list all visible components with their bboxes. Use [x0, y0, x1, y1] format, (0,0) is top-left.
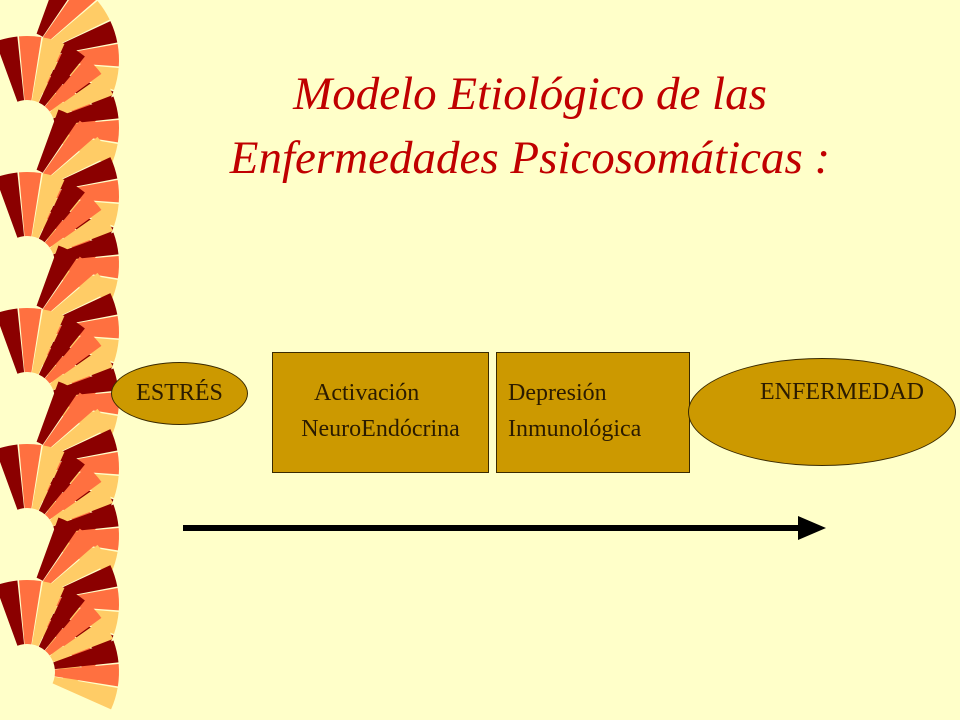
- ribbon-segment: [18, 580, 42, 645]
- ribbon-segment: [49, 483, 113, 526]
- ribbon-segment: [31, 309, 65, 375]
- node-activacion-neuroendocrina: Activación NeuroEndócrina: [272, 352, 489, 473]
- ribbon-segment: [48, 0, 110, 48]
- ribbon-segment: [0, 444, 25, 510]
- ribbon-segment: [36, 0, 68, 37]
- ribbon-segment: [43, 256, 97, 314]
- ribbon-segment: [36, 517, 79, 581]
- ribbon-segment: [36, 381, 79, 445]
- ribbon-segment: [43, 392, 97, 450]
- node-enfermedad-label: ENFERMEDAD: [759, 379, 924, 405]
- ribbon-segment: [48, 272, 110, 320]
- ribbon-segment: [44, 57, 102, 112]
- node-enfermedad: ENFERMEDAD: [688, 358, 956, 466]
- ribbon-segment: [38, 588, 85, 651]
- ribbon-segment: [48, 408, 110, 456]
- node-activacion-line2: NeuroEndócrina: [301, 416, 460, 442]
- ribbon-segment: [0, 580, 25, 646]
- ribbon-segment: [31, 581, 65, 647]
- node-depresion-line2: Inmunológica: [508, 416, 642, 442]
- ribbon-segment: [49, 75, 113, 118]
- title-line-2: Enfermedades Psicosomáticas :: [229, 132, 831, 184]
- ribbon-segment: [0, 308, 25, 374]
- ribbon-segment: [49, 211, 113, 254]
- title-line-1: Modelo Etiológico de las: [293, 68, 767, 120]
- ribbon-segment: [49, 619, 113, 662]
- ribbon-segment: [18, 444, 42, 509]
- ribbon-segment: [38, 44, 85, 107]
- slide-title: Modelo Etiológico de las Enfermedades Ps…: [120, 62, 940, 190]
- ribbon-segment: [0, 36, 25, 102]
- ribbon-segment: [52, 676, 118, 710]
- node-depresion-inmunologica: Depresión Inmunológica: [496, 352, 690, 473]
- ribbon-segment: [18, 35, 42, 101]
- ribbon-segment: [44, 601, 102, 656]
- ribbon-segment: [44, 329, 102, 384]
- ribbon-segment: [44, 465, 102, 520]
- ribbon-segment: [43, 0, 97, 42]
- ribbon-segment: [38, 452, 85, 515]
- ribbon-segment: [36, 245, 79, 309]
- ribbon-segment: [18, 308, 42, 373]
- ribbon-segment: [54, 663, 119, 687]
- ribbon-segment: [49, 347, 113, 390]
- ribbon-segment: [18, 172, 42, 237]
- node-activacion-line1: Activación: [314, 380, 420, 406]
- ribbon-segment: [0, 172, 25, 238]
- ribbon-segment: [53, 640, 119, 670]
- node-estres-label: ESTRÉS: [136, 380, 223, 406]
- ribbon-segment: [31, 37, 65, 103]
- ribbon-segment: [48, 136, 110, 184]
- ribbon-segment: [43, 120, 97, 178]
- ribbon-segment: [48, 544, 110, 592]
- ribbon-segment: [43, 528, 97, 586]
- ribbon-segment: [31, 173, 65, 239]
- ribbon-segment: [31, 445, 65, 511]
- spiral-ribbon-border-icon: [0, 0, 119, 710]
- ribbon-segment: [38, 316, 85, 379]
- ribbon-segment: [44, 193, 102, 248]
- node-estres: ESTRÉS: [111, 362, 248, 425]
- ribbon-segment: [36, 109, 79, 173]
- node-depresion-line1: Depresión: [508, 380, 607, 406]
- ribbon-segment: [38, 180, 85, 243]
